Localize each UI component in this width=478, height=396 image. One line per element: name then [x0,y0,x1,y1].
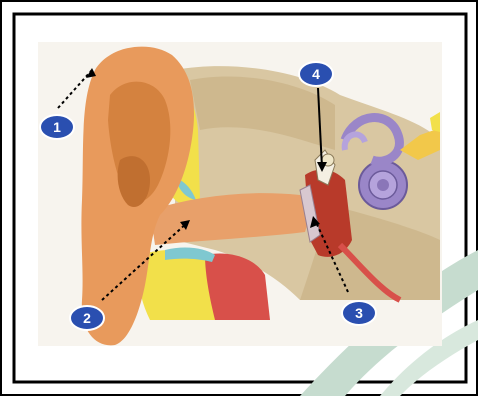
callout-label-4: 4 [312,66,320,82]
callout-label-2: 2 [83,310,91,326]
callout-badge-2: 2 [70,306,104,330]
callout-badge-1: 1 [40,115,74,139]
callout-label-3: 3 [355,305,363,321]
callout-badge-3: 3 [342,301,376,325]
callout-label-1: 1 [53,119,61,135]
callout-badge-4: 4 [299,62,333,86]
